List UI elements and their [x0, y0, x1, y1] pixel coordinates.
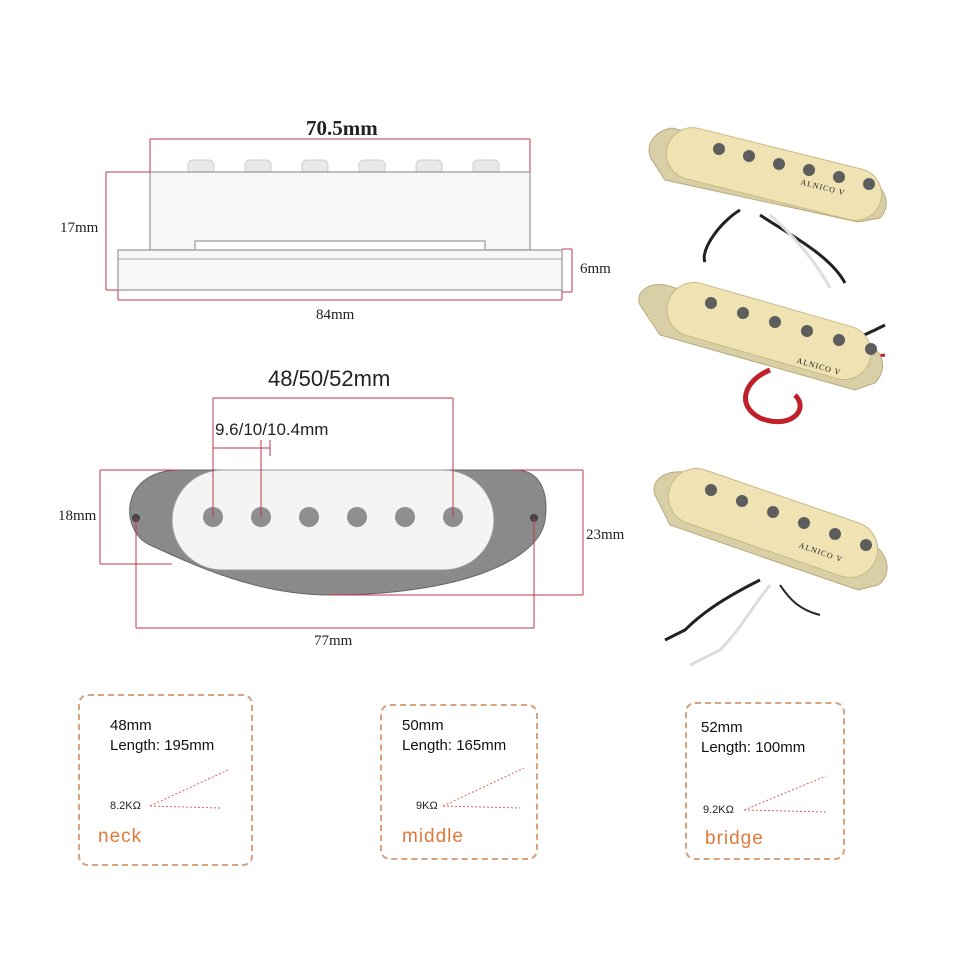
width-label: 18mm	[58, 508, 97, 524]
card-spacing: 52mm	[701, 719, 743, 736]
card-wedge-lines	[149, 767, 827, 813]
flange-width-label: 23mm	[586, 527, 625, 543]
side-view-drawing	[105, 138, 573, 301]
card-resistance: 9.2KΩ	[703, 804, 734, 816]
card-bridge: 52mm Length: 100mm 9.2KΩ bridge	[685, 702, 845, 860]
pole-span-label: 48/50/52mm	[268, 366, 391, 391]
card-middle: 50mm Length: 165mm 9KΩ middle	[380, 704, 538, 860]
top-view-drawing	[99, 397, 584, 629]
card-resistance: 9KΩ	[416, 800, 438, 812]
card-neck: 48mm Length: 195mm 8.2KΩ neck	[78, 694, 253, 866]
pole-spacing-label: 9.6/10/10.4mm	[215, 420, 329, 439]
side-base-width-label: 84mm	[316, 307, 355, 323]
card-length: Length: 195mm	[110, 737, 215, 754]
side-base-height-label: 6mm	[580, 261, 611, 277]
side-top-width-label: 70.5mm	[306, 116, 378, 140]
card-position: middle	[402, 826, 464, 847]
card-spacing: 48mm	[110, 717, 152, 734]
card-spacing: 50mm	[402, 717, 444, 734]
card-length: Length: 165mm	[402, 737, 507, 754]
length-label: 77mm	[314, 633, 353, 649]
pickup-photo-3	[653, 468, 888, 667]
card-resistance: 8.2KΩ	[110, 800, 141, 812]
card-position: bridge	[705, 828, 764, 849]
pickup-photo-1	[648, 127, 887, 289]
card-length: Length: 100mm	[701, 739, 806, 756]
side-height-label: 17mm	[60, 220, 99, 236]
pickup-photo-2	[638, 282, 886, 425]
card-position: neck	[98, 826, 143, 847]
